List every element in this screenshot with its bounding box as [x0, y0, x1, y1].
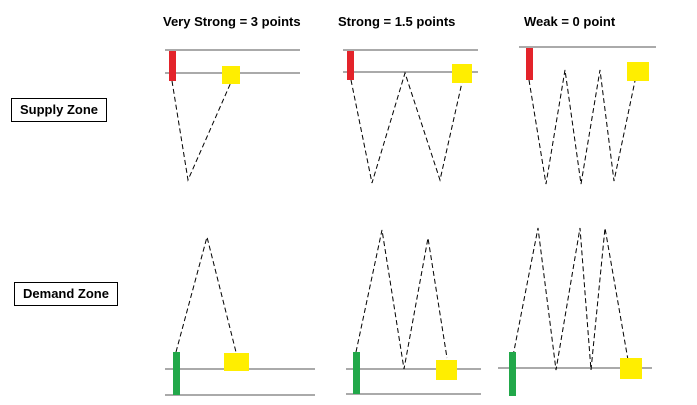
supply-weak-panel [519, 46, 656, 185]
candlestick-icon [173, 352, 180, 395]
yellow-square-marker [620, 358, 642, 379]
candlestick-icon [169, 51, 176, 81]
price-path [171, 79, 233, 182]
price-path [512, 227, 629, 371]
demand-very-strong-panel [165, 235, 315, 396]
yellow-square-marker [222, 66, 240, 84]
price-path [528, 69, 637, 185]
yellow-square-marker [627, 62, 649, 81]
supply-very-strong-panel [165, 49, 300, 182]
price-path [355, 229, 448, 370]
supply-strong-panel [343, 49, 478, 184]
row-label-demand-zone: Demand Zone [14, 282, 118, 306]
yellow-square-marker [436, 360, 457, 380]
price-path [175, 235, 238, 357]
row-label-supply-zone: Supply Zone [11, 98, 107, 122]
demand-weak-panel [498, 227, 652, 396]
column-title-weak: Weak = 0 point [524, 14, 616, 29]
candlestick-icon [509, 352, 516, 396]
demand-strong-panel [346, 229, 481, 395]
yellow-square-marker [224, 353, 249, 371]
candlestick-icon [526, 48, 533, 80]
candlestick-icon [347, 51, 354, 80]
yellow-square-marker [452, 64, 472, 83]
column-title-very-strong: Very Strong = 3 points [163, 14, 301, 29]
candlestick-icon [353, 352, 360, 394]
price-path [350, 71, 464, 184]
column-title-strong: Strong = 1.5 points [338, 14, 456, 29]
